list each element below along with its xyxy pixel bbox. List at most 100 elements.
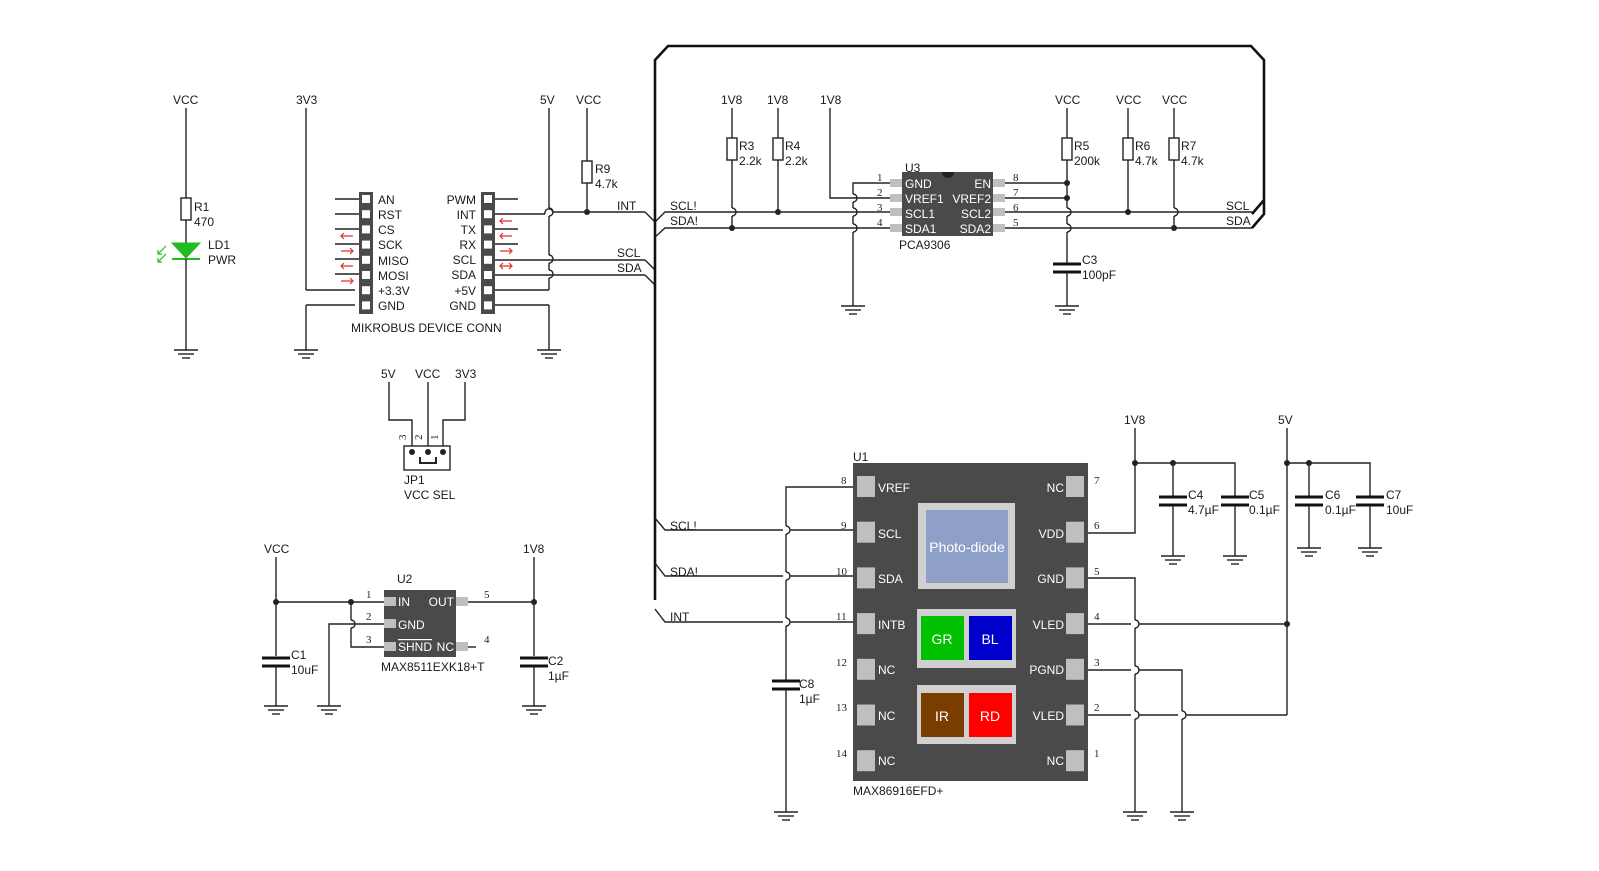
u1-pad-left [857,658,875,680]
u3-num-1: 1 [877,172,883,184]
led-ld1-icon [157,242,202,263]
r4-value: 2.2k [785,154,809,168]
u3-rail-1v8: 1V8 [820,93,842,107]
led-ir-label: IR [935,708,949,724]
u2-pin-shnd: SHND [398,640,432,654]
u1-pad-left [857,476,875,497]
ground-icon [263,705,289,715]
ground-icon [316,705,342,715]
u1-pad-right [1066,750,1084,772]
mb-pin-3v3: +3.3V [378,284,410,298]
u1-net-sda-bang: SDA! [670,565,698,579]
ground-icon [173,349,199,359]
r3-rail-1v8: 1V8 [721,93,743,107]
u1-pad-right [1066,521,1084,543]
led-infrared [921,693,964,737]
r5-name: R5 [1074,139,1090,153]
u1-num-4: 4 [1094,611,1100,623]
sensor-u1-section: SCL! SDA! INT C8 1µF U1 MAX86916EFD+ Pho… [654,413,1413,821]
u3-part: PCA9306 [899,238,951,252]
u3-num-8: 8 [1013,172,1019,184]
u3-num-3: 3 [877,202,883,214]
r1-value: 470 [194,215,214,229]
u2-ref: U2 [397,572,413,586]
net-label-int: INT [617,199,637,213]
u1-num-10: 10 [836,566,848,578]
u3-pin-scl2: SCL2 [961,207,991,221]
jp1-rail-5v: 5V [381,367,396,381]
mb-pin-cs: CS [378,223,395,237]
u2-pin-nc: NC [437,640,455,654]
r6-rail-vcc: VCC [1116,93,1142,107]
signal-bus [653,44,1266,600]
ld1-name: LD1 [208,238,230,252]
mb-pin-int: INT [457,208,477,222]
r3-value: 2.2k [739,154,763,168]
u1-part: MAX86916EFD+ [853,784,943,798]
u1-pad-left [857,613,875,635]
mikrobus-right-header [481,192,495,314]
u1-ref: U1 [853,450,869,464]
u1-pin-vled-2: VLED [1033,709,1065,723]
u1-pad-left [857,567,875,589]
mb-pin-sck: SCK [378,238,403,252]
header-pin [362,240,370,249]
r4-rail-1v8: 1V8 [767,93,789,107]
u3-ref: U3 [905,161,921,175]
ground-icon [1222,555,1248,565]
resistor-r3 [726,137,738,161]
led-red [969,693,1012,737]
jp1-label: VCC SEL [404,488,456,502]
header-pin [362,210,370,219]
u3-net-scl-bang: SCL! [670,199,697,213]
r5-rail-vcc: VCC [1055,93,1081,107]
u2-pin-gnd: GND [398,618,425,632]
u3-pin-en: EN [974,177,991,191]
ground-icon [840,305,866,315]
header-pin [484,225,492,234]
u3-net-scl: SCL [1226,199,1250,213]
u2-part: MAX8511EXK18+T [381,660,485,674]
u1-num-11: 11 [836,611,847,623]
c7-name: C7 [1386,488,1402,502]
led-red-label: RD [980,708,1000,724]
header-pin [362,195,370,203]
rail-label-5v: 5V [540,93,555,107]
u2-pin-in: IN [398,595,410,609]
u1-pin-gnd: GND [1037,572,1064,586]
c2-value: 1µF [548,669,569,683]
u2-num-3: 3 [366,634,372,646]
jp1-rail-vcc: VCC [415,367,441,381]
jp1-rail-3v3: 3V3 [455,367,477,381]
u1-pin-pgnd: PGND [1029,663,1064,677]
jp1-pin2: 2 [413,435,425,441]
header-pin [362,225,370,234]
u3-num-6: 6 [1013,202,1019,214]
led-green-label: GR [932,631,953,647]
rail-label-vcc-r9: VCC [576,93,602,107]
u3-pin-vref2: VREF2 [952,192,991,206]
u1-rail-5v: 5V [1278,413,1293,427]
r5-value: 200k [1074,154,1101,168]
u2-num-2: 2 [366,611,372,623]
c1-name: C1 [291,648,307,662]
u1-pin-vled-4: VLED [1033,618,1065,632]
u3-num-5: 5 [1013,217,1019,229]
u1-pin-vdd: VDD [1039,527,1065,541]
resistor-r6 [1122,137,1134,161]
u3-pin-vref1: VREF1 [905,192,944,206]
u1-num-14: 14 [836,748,848,760]
u1-pad-left [857,704,875,726]
photodiode [926,510,1008,583]
ld1-value: PWR [208,253,236,267]
r6-name: R6 [1135,139,1151,153]
c7-value: 10uF [1386,503,1413,517]
u3-pin-scl1: SCL1 [905,207,935,221]
resistor-r4 [772,137,784,161]
signal-direction-arrows [340,217,513,285]
u1-pad-left [857,521,875,543]
u1-pad-right [1066,658,1084,680]
u2-pin-out: OUT [429,595,455,609]
c5-name: C5 [1249,488,1265,502]
u2-rail-1v8: 1V8 [523,542,545,556]
